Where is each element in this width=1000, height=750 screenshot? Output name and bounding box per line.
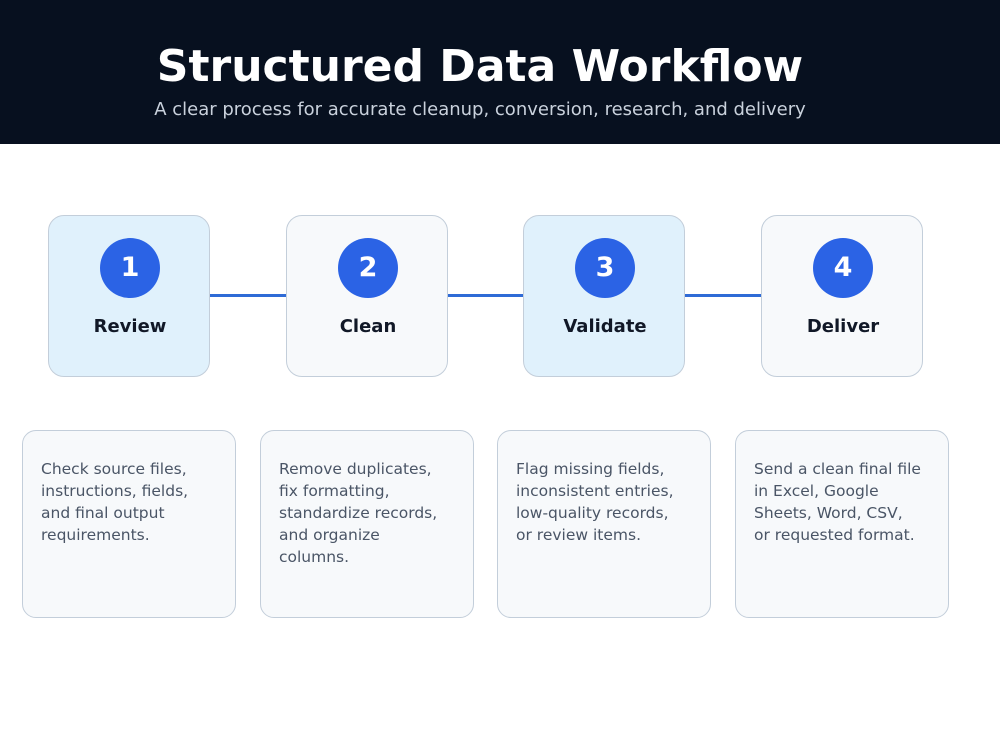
- description-text: Send a clean final file in Excel, Google…: [754, 460, 921, 544]
- step-card-review: 1 Review: [48, 215, 210, 377]
- step-label: Deliver: [806, 316, 880, 337]
- step-number-badge: 1: [100, 238, 160, 298]
- step-card-clean: 2 Clean: [286, 215, 448, 377]
- step-number-badge: 4: [813, 238, 873, 298]
- header-banner: Structured Data Workflow A clear process…: [0, 0, 1000, 144]
- page-subtitle: A clear process for accurate cleanup, co…: [154, 99, 806, 120]
- description-text: Check source files, instructions, fields…: [41, 460, 189, 544]
- description-card-validate: Flag missing fields, inconsistent entrie…: [497, 430, 711, 618]
- step-label: Validate: [563, 316, 647, 337]
- description-card-clean: Remove duplicates, fix formatting, stand…: [260, 430, 474, 618]
- step-number-badge: 3: [575, 238, 635, 298]
- step-label: Clean: [339, 316, 397, 337]
- connector-3-4: [685, 294, 761, 297]
- description-text: Flag missing fields, inconsistent entrie…: [516, 460, 674, 544]
- description-text: Remove duplicates, fix formatting, stand…: [279, 460, 438, 566]
- step-label: Review: [93, 316, 167, 337]
- description-card-review: Check source files, instructions, fields…: [22, 430, 236, 618]
- step-number-badge: 2: [338, 238, 398, 298]
- description-card-deliver: Send a clean final file in Excel, Google…: [735, 430, 949, 618]
- page-title: Structured Data Workflow: [156, 41, 804, 92]
- connector-2-3: [447, 294, 523, 297]
- step-card-validate: 3 Validate: [523, 215, 685, 377]
- step-card-deliver: 4 Deliver: [761, 215, 923, 377]
- connector-1-2: [210, 294, 286, 297]
